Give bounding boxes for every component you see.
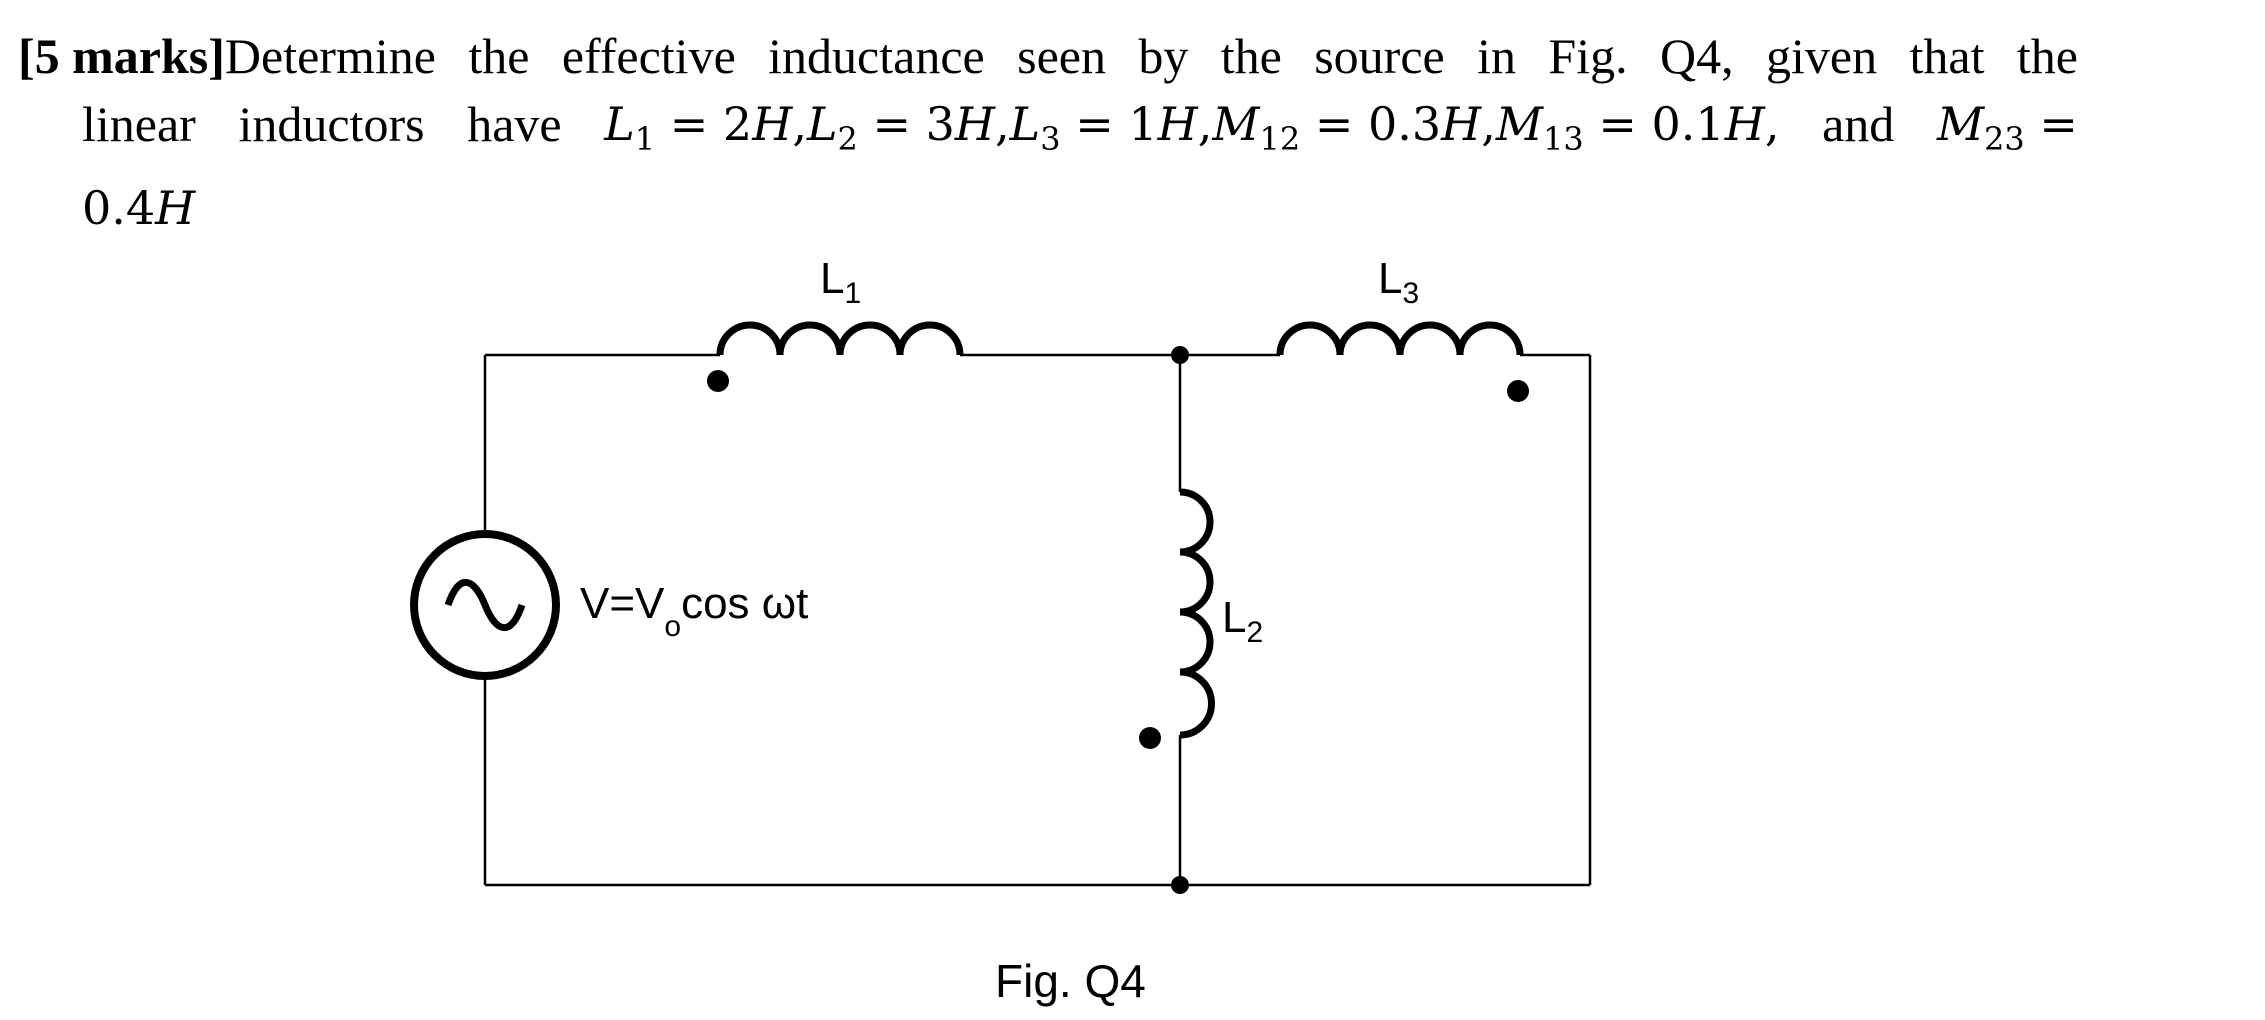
label-l2: L2 <box>1222 593 1263 649</box>
sine-wave-icon <box>444 579 526 631</box>
inductor-values-expression: L1 = 2H,L2 = 3H,L3 = 1H,M12 = 0.3H,M13 =… <box>604 97 1780 159</box>
word: inductance <box>768 28 985 84</box>
word: Q4, <box>1660 28 1734 84</box>
mutual-m23-expression: M23 = <box>1936 97 2078 159</box>
polarity-dot-l3 <box>1507 380 1529 402</box>
word: in <box>1477 28 1517 84</box>
word: Determine <box>224 28 436 84</box>
polarity-dot-l1 <box>707 370 729 392</box>
word: source <box>1314 28 1445 84</box>
junction-node-top <box>1171 346 1189 364</box>
question-line-1: [5 marks]Determine the effective inducta… <box>18 22 2078 90</box>
figure-caption: Fig. Q4 <box>995 955 1146 1007</box>
inductor-l2-coil <box>1179 488 1215 739</box>
word: inductors <box>238 96 425 152</box>
word: that <box>1909 28 1985 84</box>
ac-voltage-source <box>410 530 560 680</box>
word: effective <box>561 28 736 84</box>
word: linear <box>82 96 196 152</box>
word: Fig. <box>1548 28 1628 84</box>
word: have <box>467 96 562 152</box>
word: given <box>1766 28 1878 84</box>
label-l1: L1 <box>820 254 861 310</box>
source-label: V=Vocos ωt <box>580 579 808 643</box>
word: the <box>1220 28 1282 84</box>
word: the <box>468 28 530 84</box>
marks-label: [5 marks] <box>18 28 225 84</box>
inductor-l3-coil <box>1276 321 1524 356</box>
junction-node-bottom <box>1171 876 1189 894</box>
word: and <box>1822 96 1895 152</box>
word: seen <box>1017 28 1106 84</box>
question-opening: [5 marks]Determine <box>18 22 436 90</box>
polarity-dot-l2 <box>1139 727 1161 749</box>
question-line-2: linear inductors have L1 = 2H,L2 = 3H,L3… <box>18 90 2078 173</box>
word: by <box>1138 28 1189 84</box>
word: the <box>2016 28 2078 84</box>
mutual-m23-value: 0.4H <box>82 181 196 236</box>
question-line-3: 0.4H <box>18 173 2078 242</box>
inductor-l1-coil <box>716 321 964 356</box>
circuit-wires <box>483 353 1592 887</box>
label-l3: L3 <box>1378 254 1419 310</box>
question-text: [5 marks]Determine the effective inducta… <box>18 22 2078 242</box>
